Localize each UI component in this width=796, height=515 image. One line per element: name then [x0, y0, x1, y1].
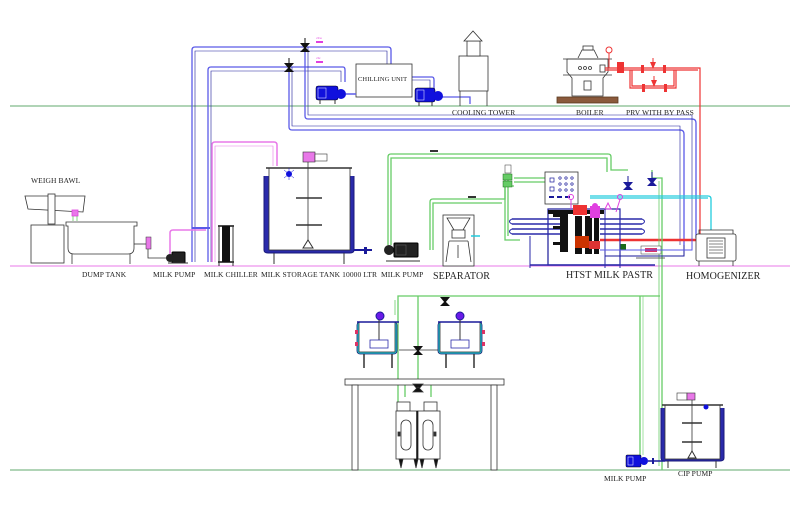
- chilled-water-pump-2: [414, 87, 443, 106]
- htst-pasteurizer: [509, 171, 693, 268]
- homogenizer: [695, 229, 737, 266]
- prv-bypass-piping: [600, 67, 701, 242]
- cip-tank: [660, 392, 725, 468]
- tank-interconnect-valves: [399, 297, 450, 355]
- flow-tag-markers: [316, 41, 476, 198]
- label-chilling-unit: CHILLING UNIT: [358, 76, 408, 83]
- label-milk-pump-3: MILK PUMP: [604, 474, 647, 483]
- label-boiler: BOILER: [576, 108, 604, 117]
- weigh-bawl: [24, 193, 86, 264]
- label-dump-tank: DUMP TANK: [82, 270, 127, 279]
- cooling-tower: [458, 30, 489, 106]
- label-milk-pump-1: MILK PUMP: [153, 270, 196, 279]
- flow-indicator: [502, 164, 513, 188]
- prv-valves: [605, 46, 667, 92]
- filling-machine: [395, 383, 441, 469]
- milk-pump-3: [625, 454, 665, 468]
- milk-storage-tank: [263, 151, 372, 264]
- valve-htst-1: [623, 176, 633, 190]
- process-tank-right: [437, 311, 485, 368]
- valve-chw-1: [300, 38, 310, 52]
- milk-chiller: [218, 225, 234, 266]
- label-storage-tank: MILK STORAGE TANK 10000 LTR: [261, 270, 378, 279]
- tag-chw-return: chr: [316, 56, 321, 60]
- separator: [442, 214, 480, 267]
- valve-chw-2: [284, 58, 294, 72]
- label-separator: SEPARATOR: [433, 271, 491, 282]
- boiler: [556, 45, 619, 104]
- milk-pump-1: [134, 236, 188, 264]
- process-tank-left: [355, 311, 399, 368]
- label-weigh-bawl: WEIGH BAWL: [31, 176, 81, 185]
- label-cooling-tower: COOLING TOWER: [452, 108, 516, 117]
- label-prv: PRV WITH BY PASS: [626, 108, 694, 117]
- label-milk-chiller: MILK CHILLER: [204, 270, 258, 279]
- dump-tank: [65, 221, 138, 264]
- milk-piping-pink: [169, 141, 278, 262]
- milk-pump-2: [384, 242, 420, 262]
- platform-table: [344, 378, 505, 471]
- chilled-water-piping: [191, 46, 697, 262]
- label-milk-pump-2: MILK PUMP: [381, 270, 424, 279]
- label-homogenizer: HOMOGENIZER: [686, 271, 761, 282]
- label-cip-pump: CIP PUMP: [678, 469, 713, 478]
- tag-chw-supply: chw: [316, 36, 323, 40]
- valve-htst-2: [647, 172, 657, 186]
- cooling-piping-cyan: [590, 195, 712, 230]
- label-htst: HTST MILK PASTR: [566, 270, 654, 281]
- chilling-unit: [355, 63, 413, 98]
- chilled-water-pump-1: [315, 85, 356, 104]
